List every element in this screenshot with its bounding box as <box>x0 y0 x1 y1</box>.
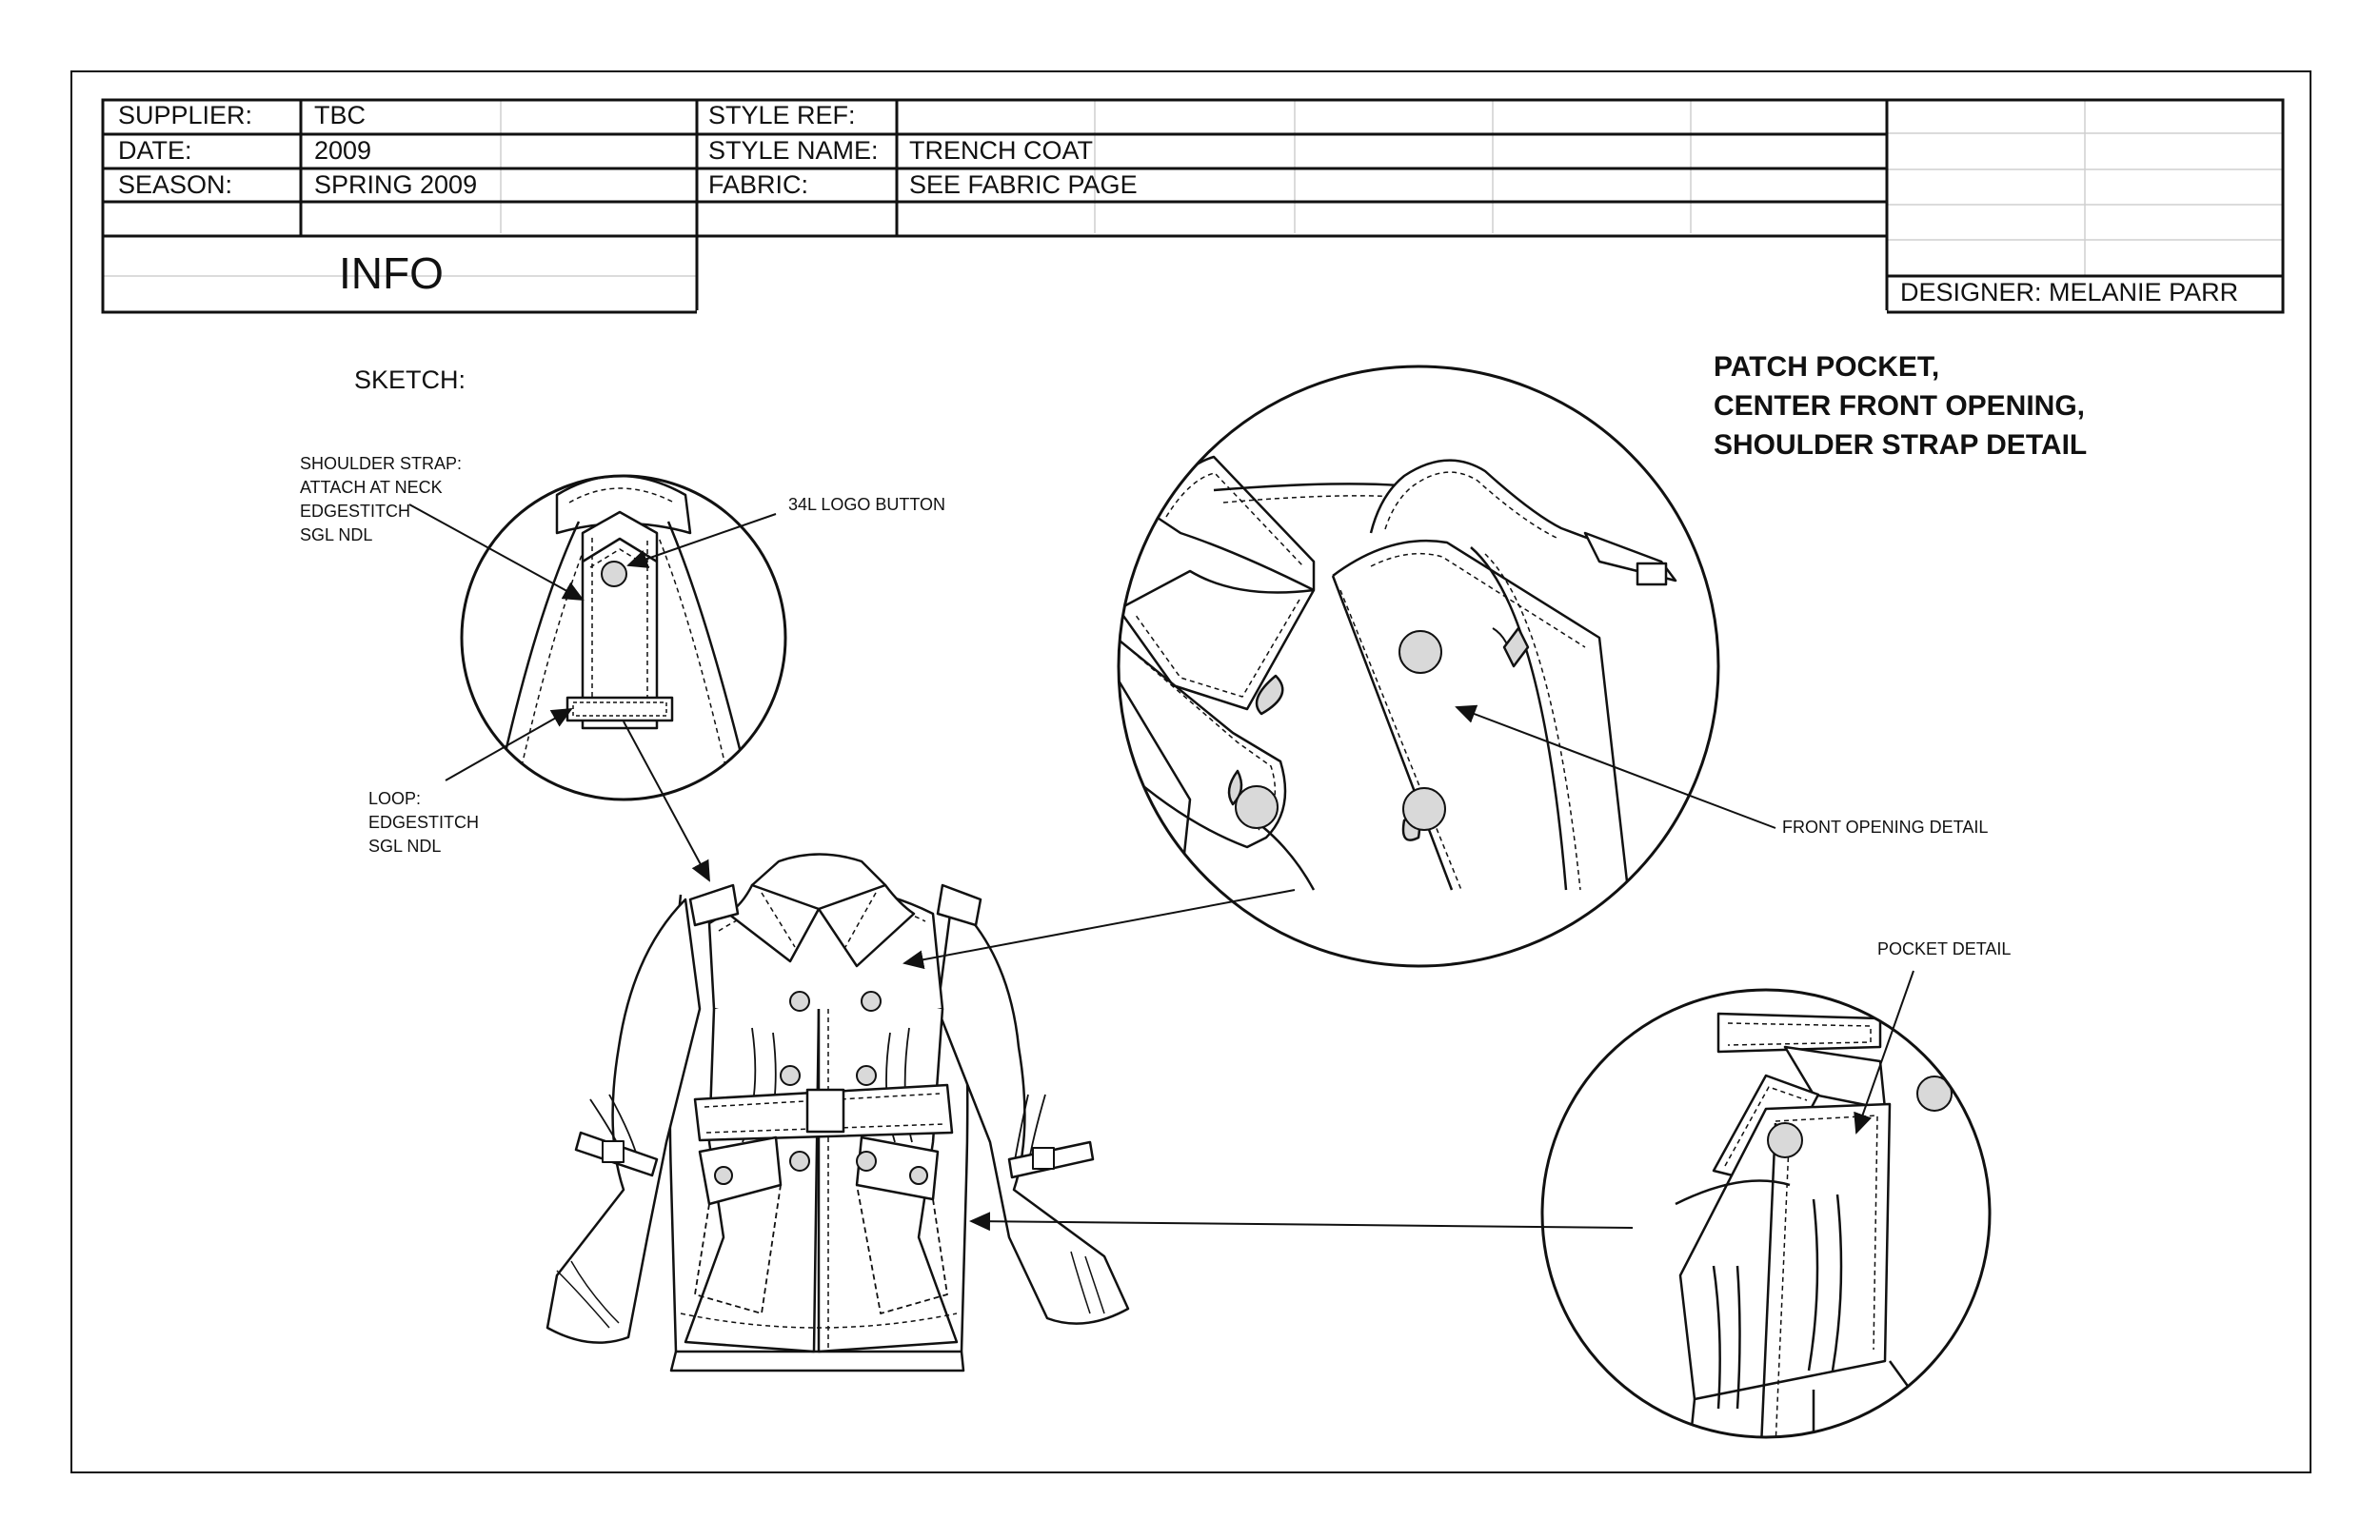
supplier-label: SUPPLIER: <box>118 101 253 129</box>
coat-buttons <box>714 991 928 1185</box>
fabric-label: FABRIC: <box>708 170 809 199</box>
leader-lines <box>408 503 1914 1232</box>
pocket-detail <box>1540 988 1992 1439</box>
season-label: SEASON: <box>118 170 233 199</box>
logo-button-annotation: 34L LOGO BUTTON <box>788 495 946 514</box>
shoulder-strap-detail <box>460 474 787 801</box>
style-name-label: STYLE NAME: <box>708 136 879 165</box>
shoulder-strap-annotation: SHOULDER STRAP: ATTACH AT NECK EDGESTITC… <box>300 452 462 547</box>
style-name-value: TRENCH COAT <box>909 136 1093 165</box>
detail-title-line: CENTER FRONT OPENING, <box>1714 390 2086 422</box>
front-opening-detail <box>1117 365 1720 968</box>
header-table <box>101 98 2285 314</box>
front-opening-annotation: FRONT OPENING DETAIL <box>1782 818 1989 837</box>
designer-name: DESIGNER: MELANIE PARR <box>1900 278 2239 306</box>
style-ref-label: STYLE REF: <box>708 101 856 129</box>
detail-title: PATCH POCKET, CENTER FRONT OPENING, SHOU… <box>1714 347 2087 464</box>
annotation-line: SGL NDL <box>368 837 442 856</box>
annotation-line: EDGESTITCH <box>300 502 411 521</box>
season-value: SPRING 2009 <box>314 170 478 199</box>
date-label: DATE: <box>118 136 192 165</box>
info-heading: INFO <box>339 248 444 298</box>
detail-title-line: PATCH POCKET, <box>1714 351 1940 383</box>
page-border <box>70 70 2311 1473</box>
trench-coat-sketch <box>545 853 1130 1372</box>
annotation-line: SGL NDL <box>300 525 373 544</box>
annotation-line: ATTACH AT NECK <box>300 478 443 497</box>
loop-annotation: LOOP: EDGESTITCH SGL NDL <box>368 787 479 859</box>
fabric-value: SEE FABRIC PAGE <box>909 170 1138 199</box>
annotation-line: SHOULDER STRAP: <box>300 454 463 473</box>
annotation-line: LOOP: <box>368 789 422 808</box>
date-value: 2009 <box>314 136 372 165</box>
sketch-label: SKETCH: <box>354 365 466 394</box>
supplier-value: TBC <box>314 101 366 129</box>
annotation-line: EDGESTITCH <box>368 813 480 832</box>
detail-title-line: SHOULDER STRAP DETAIL <box>1714 429 2088 461</box>
pocket-detail-annotation: POCKET DETAIL <box>1877 939 2012 958</box>
